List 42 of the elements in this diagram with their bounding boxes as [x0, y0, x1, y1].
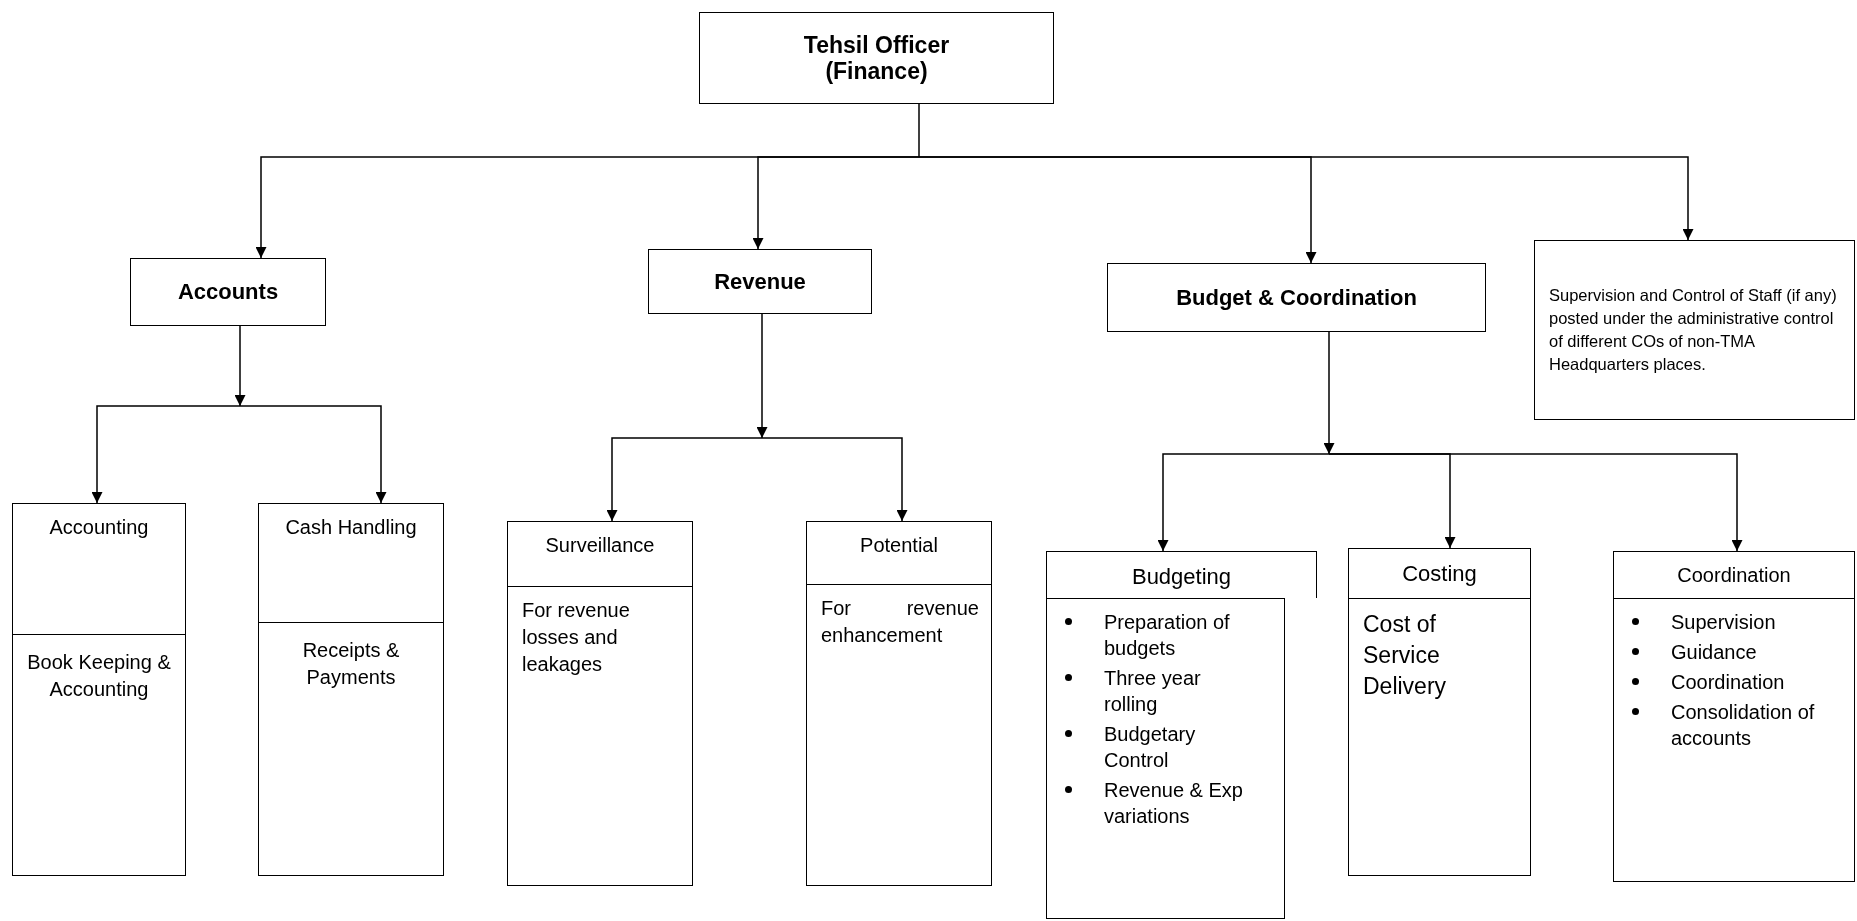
header-text: Coordination	[1677, 563, 1791, 588]
org-box	[648, 249, 872, 314]
box-label: Revenue	[714, 268, 806, 295]
bullet-item: Consolidation of accounts	[1671, 700, 1816, 751]
connector-line	[234, 325, 246, 407]
title-box	[699, 12, 1054, 104]
header-text: Potential	[860, 533, 938, 558]
org-box	[130, 258, 326, 326]
bullet-item: Revenue & Exp variations	[1104, 778, 1244, 829]
bullet-item: Budgetary Control	[1104, 722, 1197, 773]
arrow	[1328, 453, 1743, 552]
header-text: Surveillance	[545, 533, 655, 558]
connector-line	[1323, 331, 1335, 455]
bullet-item: Supervision	[1671, 610, 1776, 635]
bullet-item: Preparation of budgets	[1104, 610, 1231, 661]
body-text: For revenue enhancement	[821, 596, 979, 648]
bullet-item: Three year rolling	[1104, 666, 1202, 717]
header-text: Budgeting	[1131, 563, 1232, 591]
arrow	[761, 437, 908, 522]
connector-line	[756, 313, 768, 439]
box-label: Accounts	[177, 279, 279, 305]
bullet-item: Guidance	[1671, 640, 1757, 665]
arrow	[1157, 453, 1330, 552]
arrow	[239, 405, 387, 504]
title-text: Tehsil Officer (Finance)	[802, 31, 951, 85]
arrow	[918, 156, 1694, 241]
header-text: Costing	[1402, 560, 1477, 588]
arrow	[606, 437, 763, 522]
body-text: For revenue losses and leakages	[522, 598, 631, 677]
body-text: Receipts & Payments	[301, 638, 401, 690]
connector-line	[918, 103, 920, 158]
org-box	[1107, 263, 1486, 332]
box-label: Budget & Coordination	[1176, 284, 1417, 311]
body-text: Book Keeping & Accounting	[26, 650, 172, 702]
header-text: Accounting	[49, 515, 149, 540]
body-text: Cost of Service Delivery	[1363, 610, 1448, 702]
header-text: Cash Handling	[285, 515, 417, 540]
note-text: Supervision and Control of Staff (if any) posted under the administrative control of different COs of non-TMA Headquarters places.	[1548, 284, 1838, 376]
bullet-item: Coordination	[1671, 670, 1785, 695]
arrow	[752, 156, 920, 250]
arrow	[91, 405, 241, 504]
org-box	[1534, 240, 1855, 420]
